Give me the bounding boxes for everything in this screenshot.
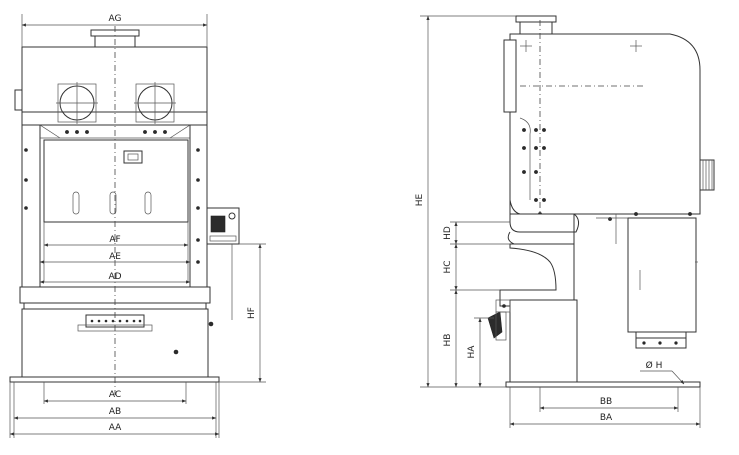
side-bolts (522, 128, 692, 221)
dim-label-hf: HF (247, 307, 257, 319)
dim-label-hd: HD (443, 226, 453, 240)
side-lower-mechanism (487, 299, 511, 341)
side-base-plate (505, 381, 701, 388)
front-left-housing (56, 82, 98, 124)
dim-label-ha: HA (467, 345, 477, 359)
dim-label-ad: AD (108, 272, 121, 282)
dim-label-hc: HC (443, 260, 453, 273)
dim-label-ab: AB (109, 407, 121, 417)
side-bed (509, 299, 578, 383)
dim-label-oh: Ø H (646, 360, 663, 371)
front-right-housing (134, 82, 176, 124)
dim-label-he: HE (415, 193, 425, 206)
side-frame-body (509, 33, 701, 215)
slide-slots (72, 191, 152, 215)
dim-label-ac: AC (109, 390, 121, 400)
dim-label-hb: HB (443, 334, 453, 347)
dim-label-bb: BB (600, 397, 612, 407)
side-view: HE HD HC HB HA Ø H BB BA (415, 15, 715, 428)
front-column-bolts (24, 148, 200, 264)
slide-indicator (123, 150, 143, 164)
front-crown (21, 46, 208, 126)
front-base-plate (9, 376, 220, 383)
dim-label-ba: BA (600, 413, 613, 423)
dim-label-ag: AG (109, 14, 122, 24)
front-view: AG AF AE AD AC AB AA HF (9, 14, 266, 438)
side-control-box (627, 217, 697, 333)
dim-label-af: AF (109, 235, 120, 245)
dim-label-ae: AE (109, 252, 121, 262)
side-motor (699, 159, 715, 191)
front-control-panel (206, 207, 240, 245)
side-top-fitting (515, 15, 557, 23)
dim-label-aa: AA (109, 423, 122, 433)
